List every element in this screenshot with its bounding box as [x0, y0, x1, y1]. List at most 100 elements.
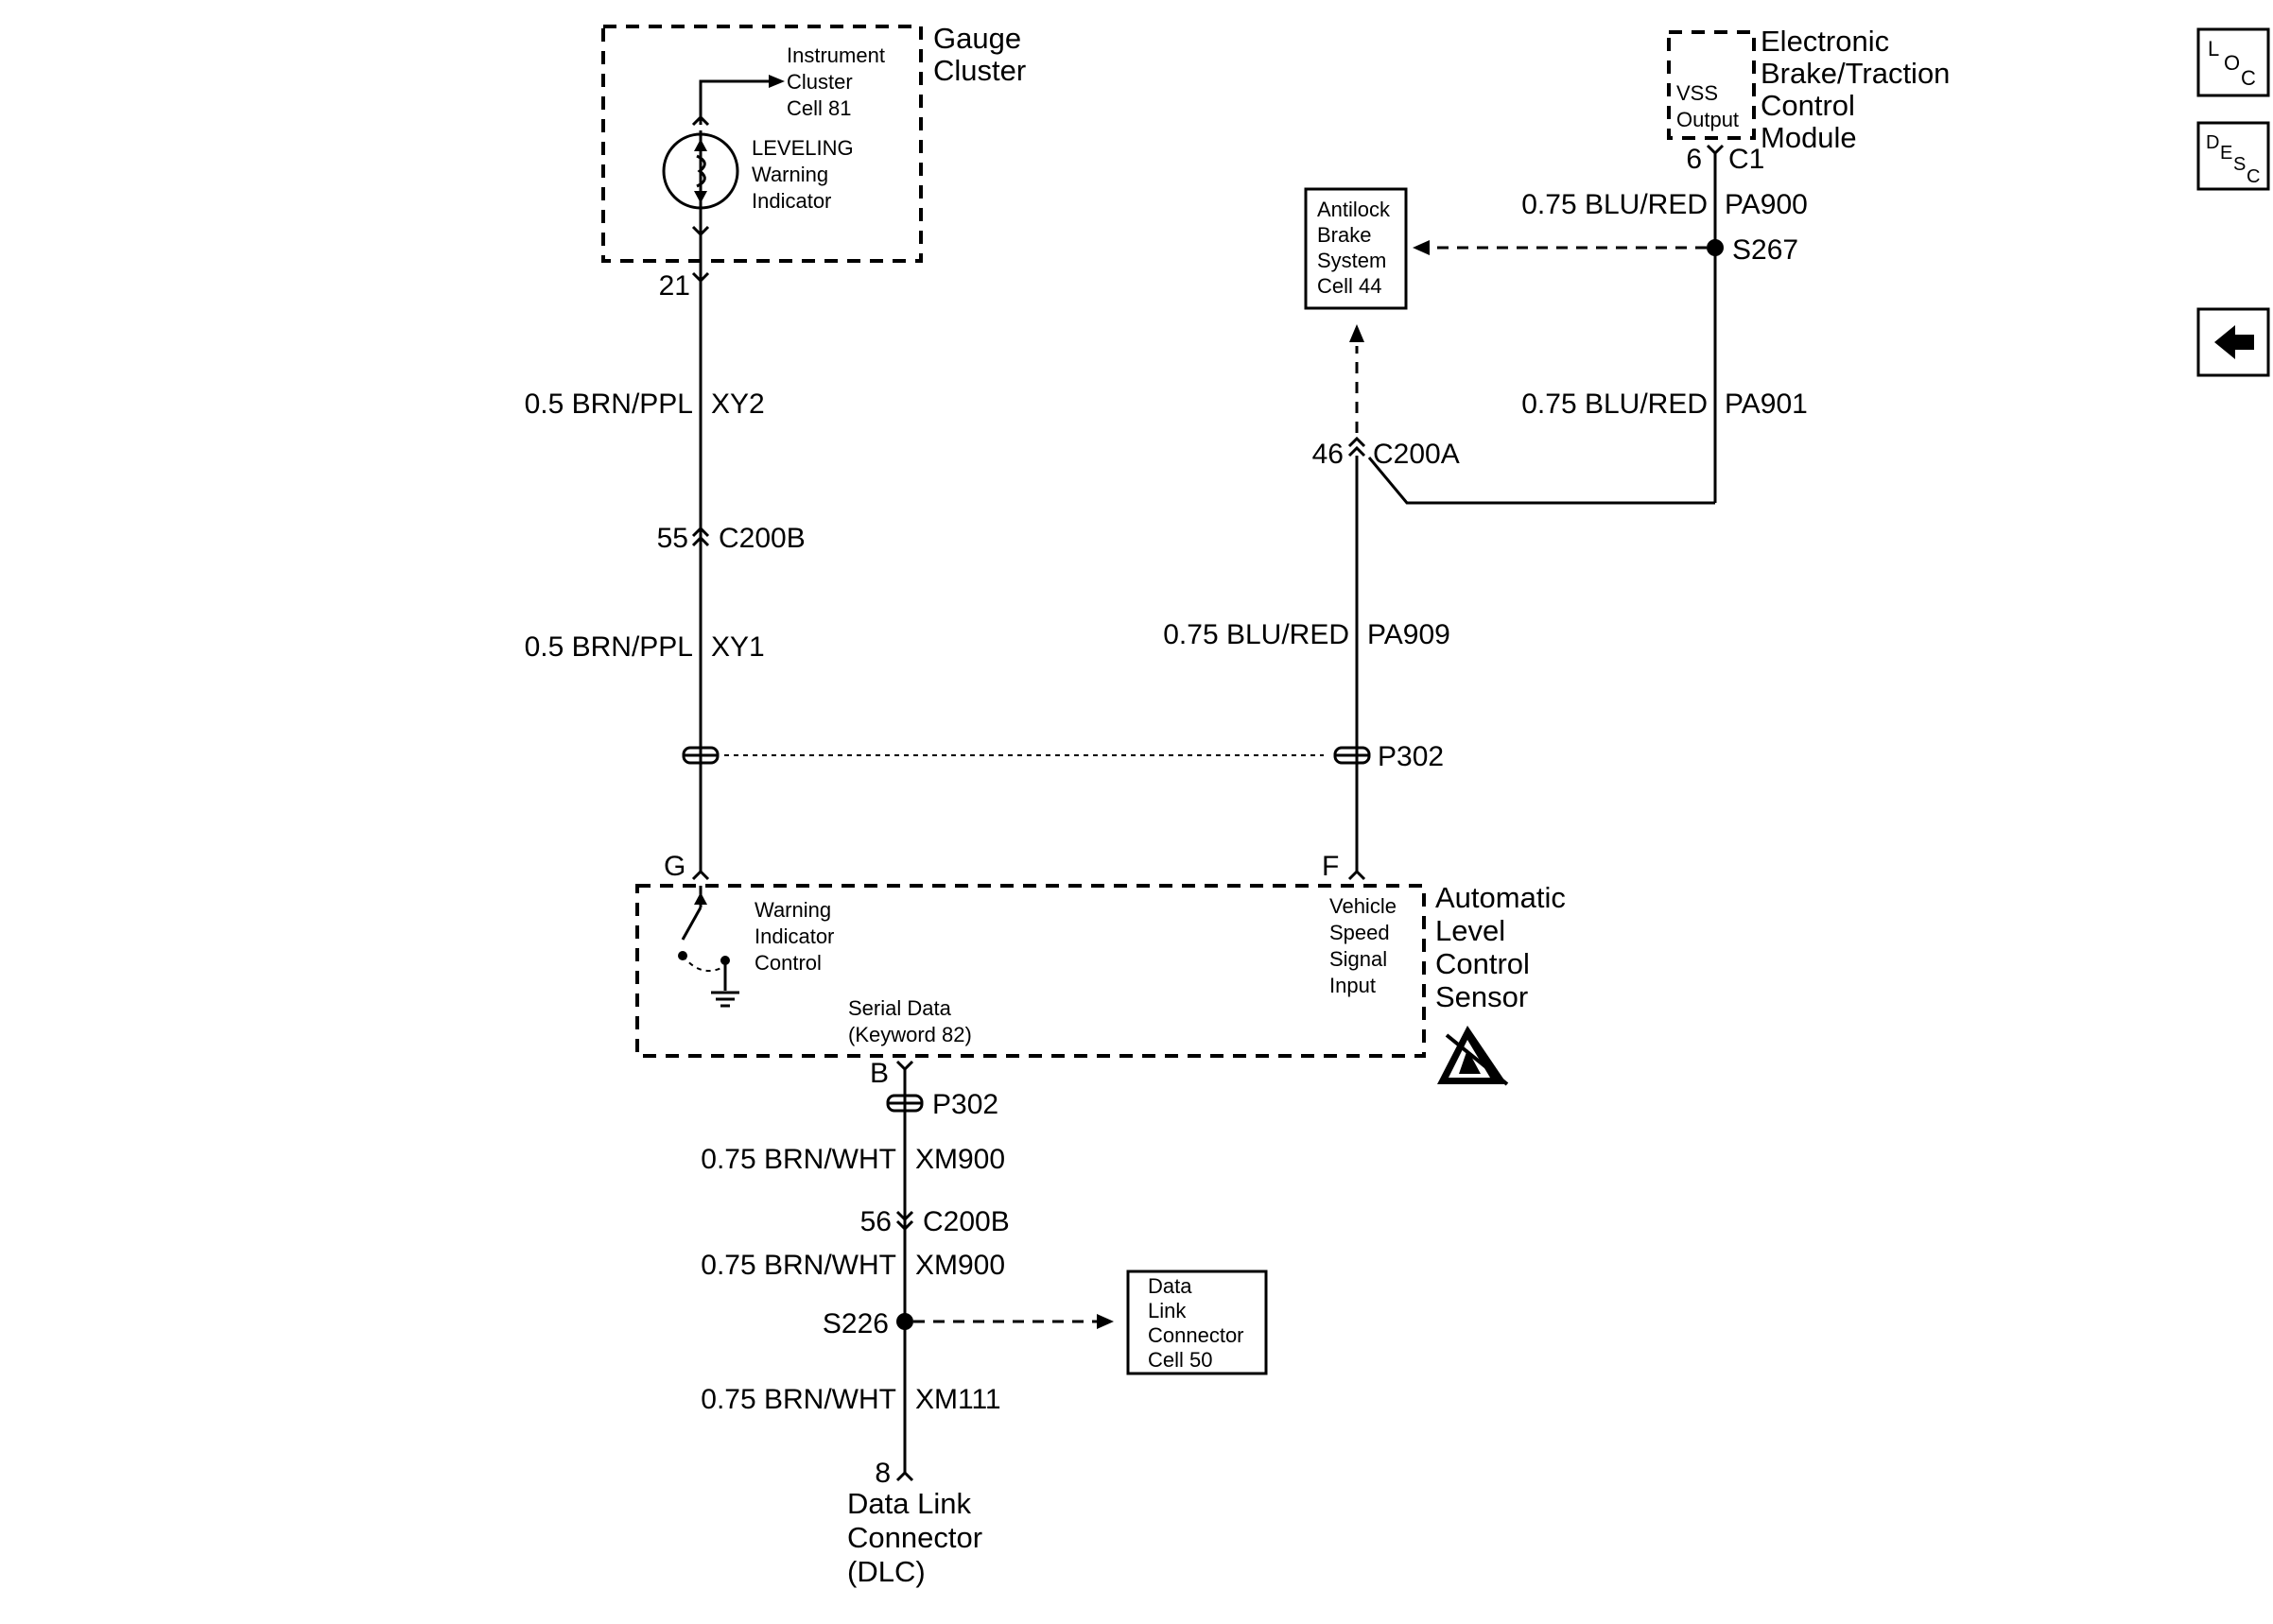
- cell-ref-terminal: [691, 114, 710, 127]
- switch-arrow-icon: [694, 892, 707, 905]
- wic-label-3: Control: [755, 951, 822, 975]
- wire-xy2-gauge: 0.5 BRN/PPL: [525, 389, 693, 420]
- abs-cell-1: Antilock: [1317, 198, 1391, 221]
- cell-ref-arrow-icon: [769, 75, 785, 88]
- desc-button[interactable]: D E S C: [2196, 121, 2270, 191]
- ebtcm-title-1: Electronic: [1761, 25, 1889, 58]
- ebtcm-vss-2: Output: [1676, 108, 1739, 131]
- c200b-lower-connector-icon: [895, 1210, 914, 1232]
- sensor-title-4: Sensor: [1435, 980, 1528, 1013]
- wire-pa900-gauge: 0.75 BLU/RED: [1521, 189, 1708, 220]
- splice-s267-icon: [1707, 239, 1724, 256]
- abs-cell-2: Brake: [1317, 223, 1371, 247]
- wire-xm111-gauge: 0.75 BRN/WHT: [701, 1384, 896, 1415]
- dlc-label-2: Connector: [847, 1521, 982, 1554]
- c200b-lower-pin: 56: [860, 1206, 892, 1237]
- ebtcm-connector-c1: C1: [1728, 144, 1764, 175]
- wire-xm111-circuit: XM111: [915, 1384, 1001, 1415]
- ebtcm-vss-1: VSS: [1676, 81, 1718, 105]
- dlc-pin-8: 8: [875, 1458, 891, 1489]
- desc-letter-d: D: [2206, 132, 2219, 153]
- dlc-cell-1: Data: [1148, 1274, 1192, 1298]
- c200a-connector-icon: [1347, 436, 1366, 458]
- lamp-coil: [696, 154, 706, 188]
- sensor-title-3: Control: [1435, 947, 1530, 980]
- desc-letter-e: E: [2220, 143, 2232, 164]
- wire-pa909-gauge: 0.75 BLU/RED: [1163, 619, 1349, 650]
- gauge-cluster-box: [601, 25, 923, 263]
- abs-cell-box: [1304, 187, 1408, 310]
- c200b-left-connector-icon: [691, 526, 710, 547]
- sensor-title-1: Automatic: [1435, 881, 1566, 914]
- ebtcm-title-4: Module: [1761, 121, 1857, 154]
- cell-ref-3: Cell 81: [787, 96, 851, 120]
- loc-letter-l: L: [2208, 37, 2219, 60]
- ebtcm-pin-terminal: [1706, 144, 1725, 156]
- wire-pa901-circuit: PA901: [1725, 389, 1808, 420]
- pin-b-terminal: [895, 1060, 914, 1072]
- ebtcm-pin-6: 6: [1686, 144, 1702, 175]
- loc-button[interactable]: L O C: [2196, 27, 2270, 97]
- splice-s226: S226: [823, 1308, 889, 1339]
- vss-input-2: Speed: [1329, 921, 1390, 944]
- gauge-cluster: Gauge Cluster Instrument Cluster Cell 81…: [601, 22, 1026, 302]
- p302-right-connector-icon: [1333, 746, 1371, 765]
- ebtcm-title-2: Brake/Traction: [1761, 57, 1950, 90]
- splice-s226-icon: [896, 1313, 913, 1330]
- s226-arrow-icon: [1097, 1314, 1114, 1329]
- dlc-label-1: Data Link: [847, 1487, 971, 1520]
- sensor-title-2: Level: [1435, 914, 1505, 947]
- wire-xm900a-gauge: 0.75 BRN/WHT: [701, 1144, 896, 1175]
- abs-cell-4: Cell 44: [1317, 274, 1381, 298]
- c200a-pin: 46: [1312, 439, 1344, 470]
- c200a-arrow-icon: [1349, 324, 1364, 342]
- desc-letter-c: C: [2247, 166, 2260, 187]
- ebtcm-vss-box: [1667, 30, 1756, 140]
- loc-letter-c: C: [2241, 66, 2256, 90]
- wic-label-1: Warning: [755, 898, 831, 922]
- desc-letter-s: S: [2233, 154, 2246, 175]
- sensor-box: [635, 884, 1426, 1058]
- p302-lower-name: P302: [932, 1089, 998, 1120]
- gauge-cluster-title-1: Gauge: [933, 22, 1021, 55]
- wire-xm900b-circuit: XM900: [915, 1250, 1005, 1281]
- wire-xm900a-circuit: XM900: [915, 1144, 1005, 1175]
- wire-pa909-circuit: PA909: [1367, 619, 1450, 650]
- cell-ref-2: Cluster: [787, 70, 853, 94]
- wire-xy1-circuit: XY1: [711, 631, 765, 663]
- dlc-label-3: (DLC): [847, 1555, 926, 1588]
- c200b-left-pin: 55: [657, 523, 688, 554]
- dlc-cell-3: Connector: [1148, 1323, 1244, 1347]
- wire-xy2-circuit: XY2: [711, 389, 765, 420]
- lamp-terminal: [691, 225, 710, 237]
- p302-name: P302: [1378, 741, 1444, 772]
- back-button[interactable]: [2196, 307, 2270, 377]
- lamp-arrow-up-icon: [694, 139, 707, 151]
- gauge-pin-21: 21: [659, 270, 690, 302]
- wire-pa901-gauge: 0.75 BLU/RED: [1521, 389, 1708, 420]
- dlc-cell-box: [1126, 1270, 1268, 1375]
- c200b-lower-name: C200B: [923, 1206, 1010, 1237]
- pin-f-terminal: [1347, 869, 1366, 881]
- gauge-cluster-title-2: Cluster: [933, 54, 1026, 87]
- lamp-arrow-down-icon: [694, 191, 707, 203]
- c200b-left-name: C200B: [719, 523, 806, 554]
- p302-left-connector-icon: [682, 746, 720, 765]
- sensor-pin-b: B: [870, 1058, 889, 1089]
- dlc-cell-2: Link: [1148, 1299, 1187, 1322]
- dlc-cell-4: Cell 50: [1148, 1348, 1212, 1372]
- pin-g-terminal: [691, 869, 710, 881]
- wire-pa901-to-c200a: [1367, 457, 1715, 505]
- level-control-sensor: Automatic Level Control Sensor Warning I…: [635, 881, 1566, 1086]
- c200a-name: C200A: [1373, 439, 1460, 470]
- indicator-label-3: Indicator: [752, 189, 831, 213]
- loc-letter-o: O: [2224, 51, 2240, 75]
- ground-icon: [711, 991, 739, 1008]
- vss-input-4: Input: [1329, 974, 1376, 997]
- sensor-pin-f: F: [1322, 851, 1339, 882]
- switch-blade: [681, 907, 703, 941]
- ebtcm-title-3: Control: [1761, 89, 1855, 122]
- ebtcm-module: VSS Output Electronic Brake/Traction Con…: [1667, 25, 1950, 175]
- indicator-label-1: LEVELING: [752, 136, 854, 160]
